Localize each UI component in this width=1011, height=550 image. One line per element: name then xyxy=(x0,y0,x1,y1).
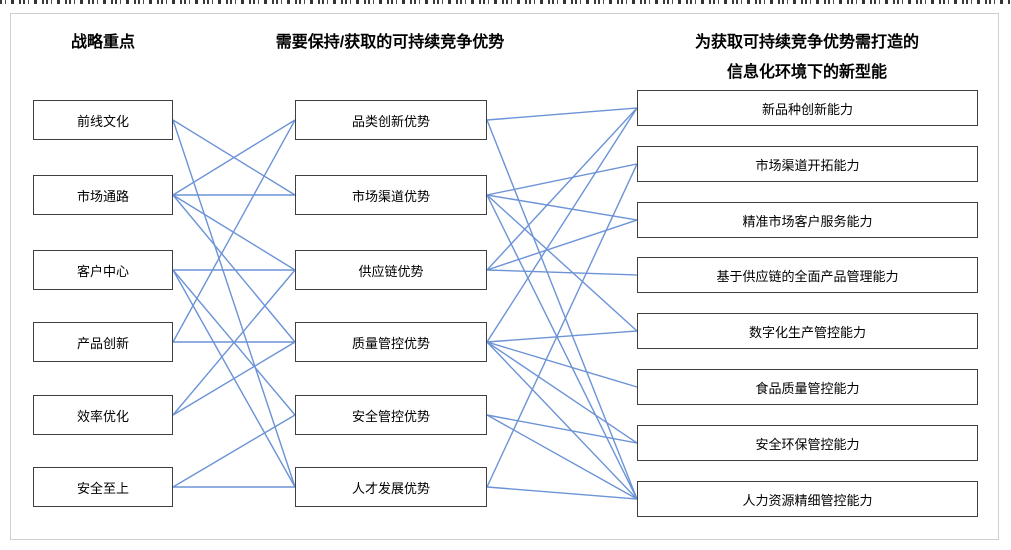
node-box: 人才发展优势 xyxy=(295,467,487,507)
connector-line xyxy=(486,486,638,500)
node-box: 安全管控优势 xyxy=(295,395,487,435)
connector-line xyxy=(172,414,296,488)
connector-line xyxy=(486,194,638,221)
connector-line xyxy=(486,107,638,271)
node-box: 效率优化 xyxy=(33,395,173,435)
connector-line xyxy=(486,341,638,388)
node-box: 精准市场客户服务能力 xyxy=(637,202,978,238)
connector-line xyxy=(172,269,296,416)
connector-line xyxy=(486,107,638,343)
node-box: 基于供应链的全面产品管理能力 xyxy=(637,257,978,293)
node-box: 安全环保管控能力 xyxy=(637,425,978,461)
node-box: 食品质量管控能力 xyxy=(637,369,978,405)
connector-line xyxy=(486,107,638,121)
node-box: 新品种创新能力 xyxy=(637,90,978,126)
column-header-capabilities-line2: 信息化环境下的新型能 xyxy=(726,64,888,81)
node-box: 前线文化 xyxy=(33,100,173,140)
connector-line xyxy=(486,163,638,196)
connector-line xyxy=(486,414,638,500)
connector-line xyxy=(486,219,638,271)
node-box: 市场渠道开拓能力 xyxy=(637,146,978,182)
connector-line xyxy=(486,194,638,500)
connector-line xyxy=(486,341,638,444)
connector-line xyxy=(486,163,638,488)
column-header-capabilities-line1: 为获取可持续竞争优势需打造的 xyxy=(694,34,920,51)
connector-line xyxy=(172,341,296,416)
connector-line xyxy=(486,269,638,276)
connector-line xyxy=(172,119,296,343)
node-box: 市场渠道优势 xyxy=(295,175,487,215)
connector-line xyxy=(172,119,296,488)
node-box: 产品创新 xyxy=(33,322,173,362)
node-box: 人力资源精细管控能力 xyxy=(637,481,978,517)
connector-line xyxy=(486,194,638,332)
connector-line xyxy=(486,119,638,500)
node-box: 质量管控优势 xyxy=(295,322,487,362)
connector-line xyxy=(172,194,296,343)
connector-line xyxy=(172,194,296,271)
column-header-advantages: 需要保持/获取的可持续竞争优势 xyxy=(275,34,505,51)
connector-line xyxy=(486,414,638,444)
column-header-strategy: 战略重点 xyxy=(70,34,136,51)
clipped-text-row xyxy=(0,0,1011,6)
node-box: 市场通路 xyxy=(33,175,173,215)
node-box: 安全至上 xyxy=(33,467,173,507)
node-box: 供应链优势 xyxy=(295,250,487,290)
node-box: 客户中心 xyxy=(33,250,173,290)
node-box: 数字化生产管控能力 xyxy=(637,313,978,349)
connector-line xyxy=(486,341,638,500)
connector-line xyxy=(172,119,296,196)
connector-line xyxy=(486,330,638,343)
node-box: 品类创新优势 xyxy=(295,100,487,140)
